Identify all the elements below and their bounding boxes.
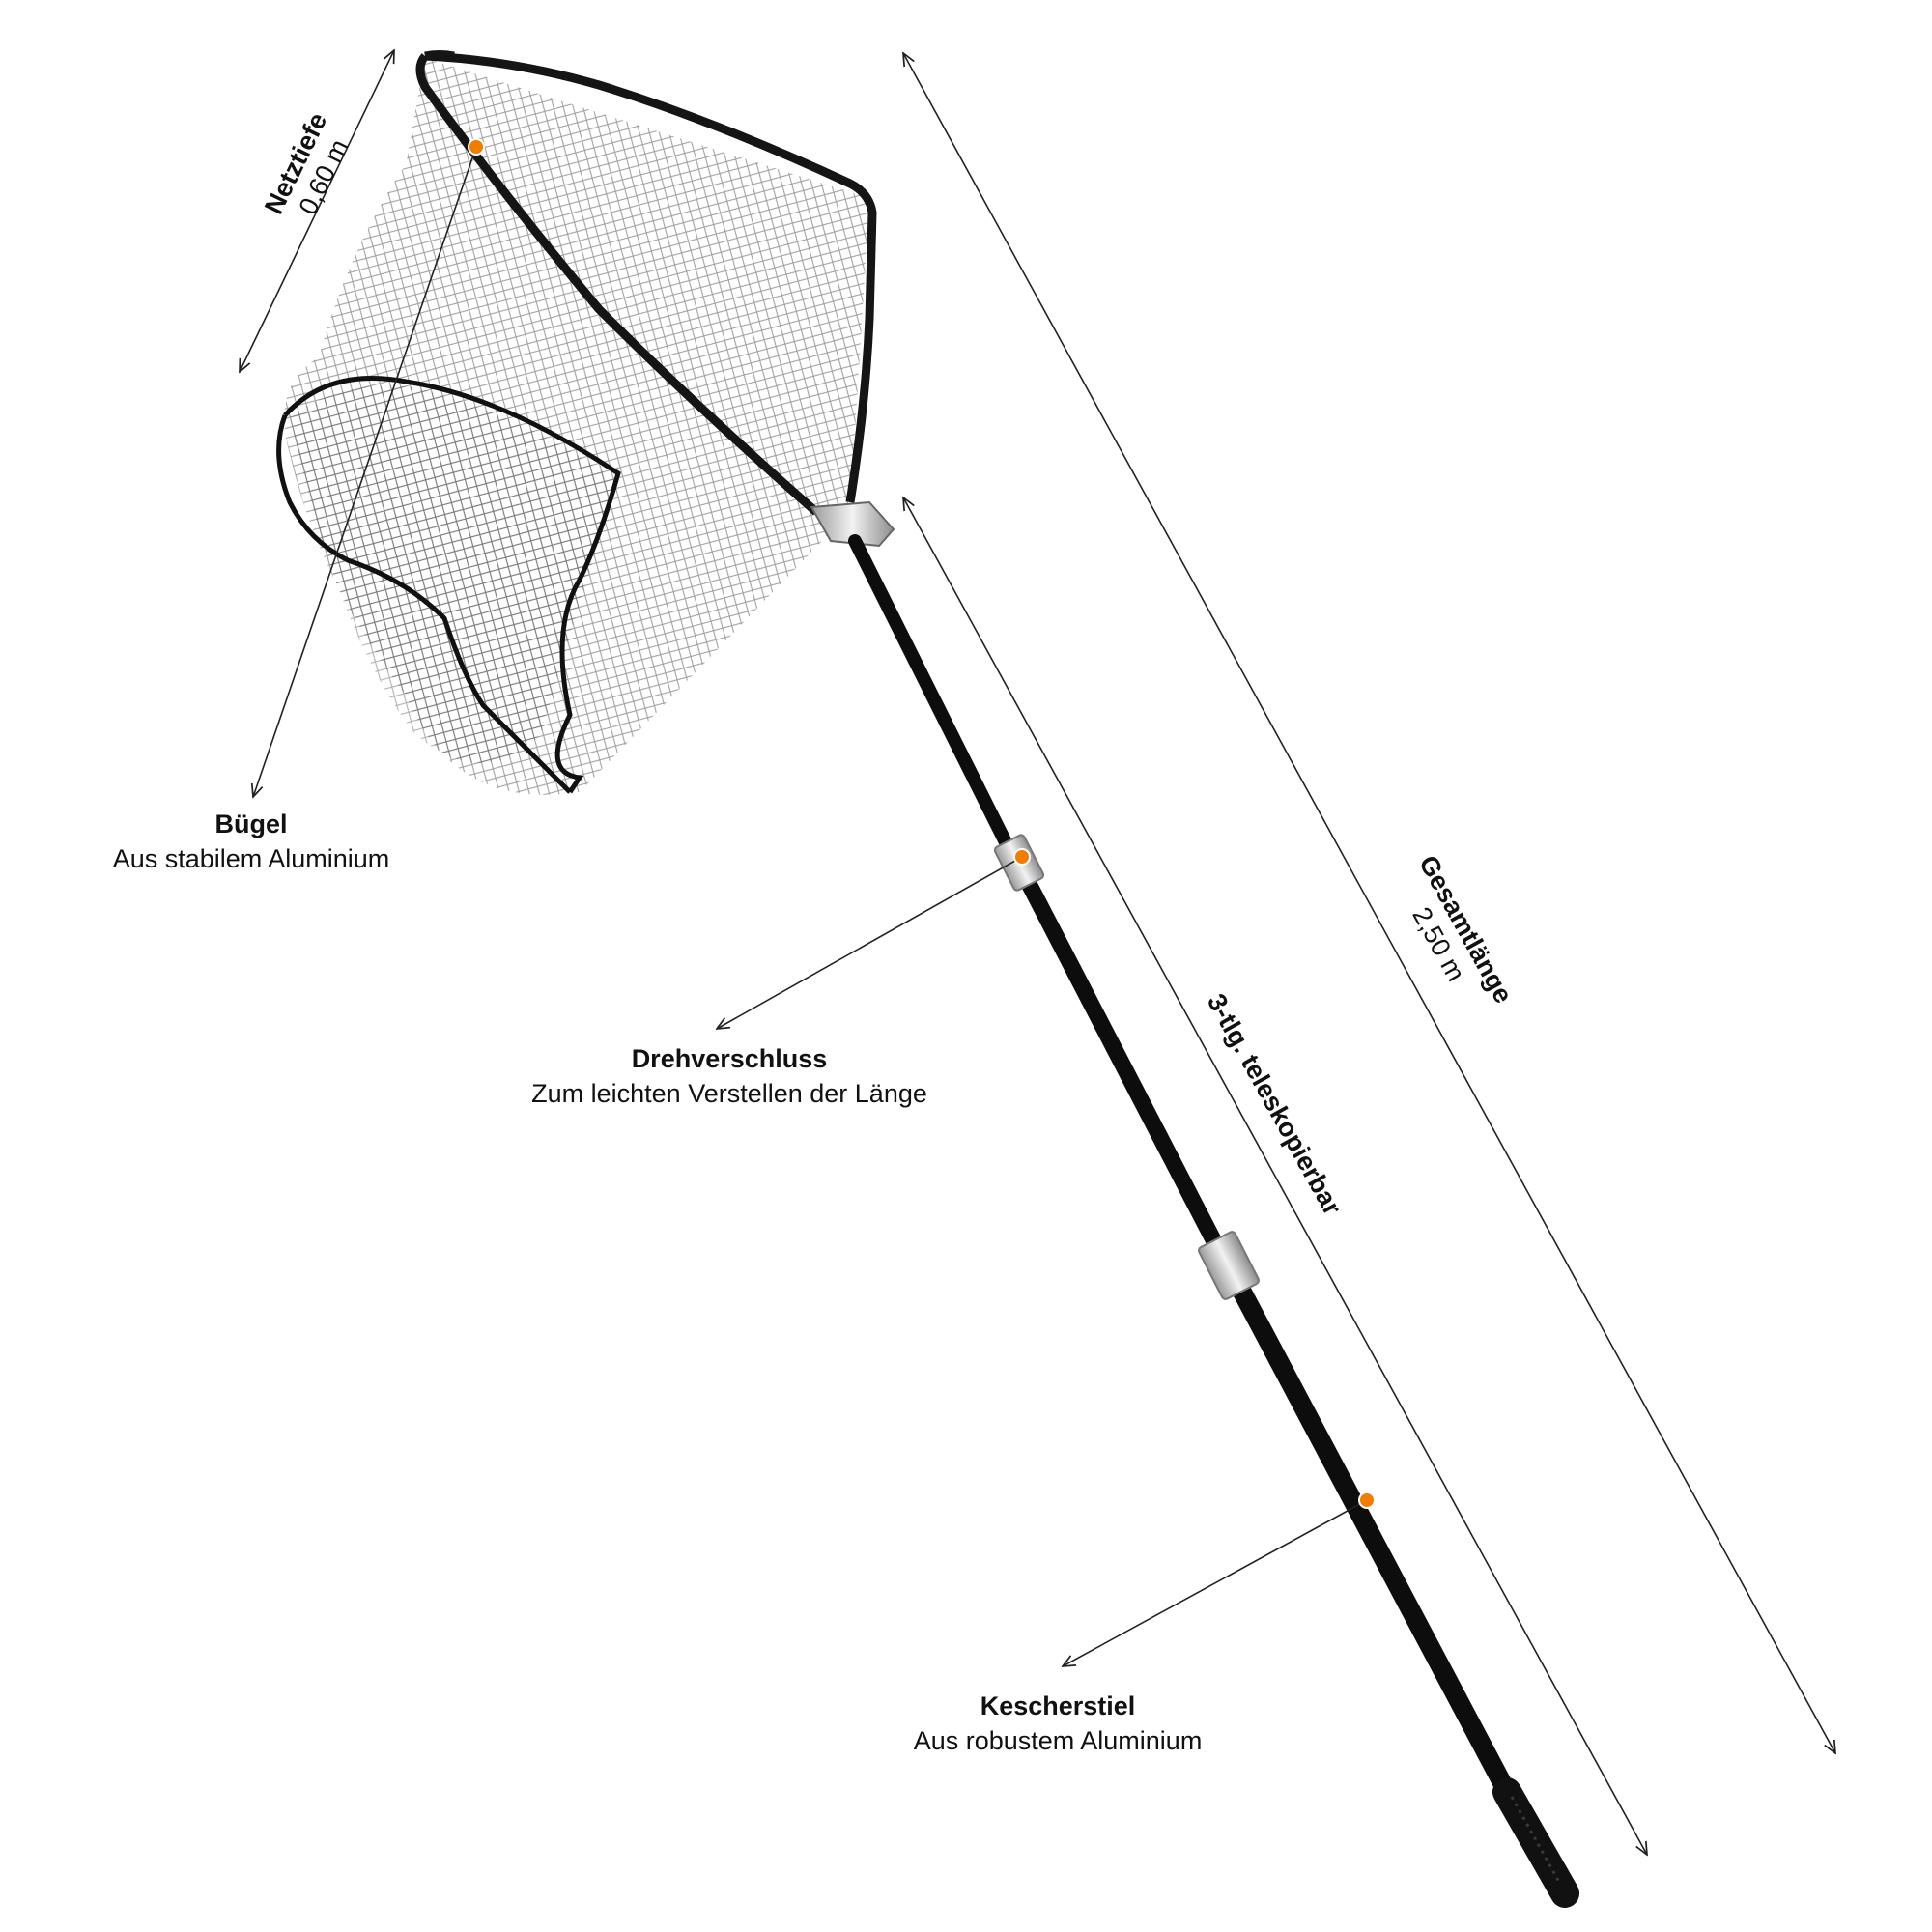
kescherstiel-title: Kescherstiel: [980, 1691, 1136, 1720]
drehverschluss-title: Drehverschluss: [631, 1044, 828, 1073]
drehverschluss-leader-line: [717, 856, 1023, 1029]
teleskop-dimension-line: [903, 497, 1647, 1855]
drehverschluss-marker: [1013, 848, 1031, 866]
buegel-subtitle: Aus stabilem Aluminium: [112, 844, 390, 873]
buegel-callout: Bügel Aus stabilem Aluminium: [58, 807, 444, 876]
netztiefe-dimension-line: [240, 50, 394, 372]
drehverschluss-callout: Drehverschluss Zum leichten Verstellen d…: [464, 1041, 995, 1111]
kescherstiel-marker: [1358, 1492, 1376, 1509]
buegel-title: Bügel: [214, 810, 288, 838]
drehverschluss-subtitle: Zum leichten Verstellen der Länge: [531, 1079, 927, 1108]
net-frame: [415, 50, 877, 516]
kescherstiel-subtitle: Aus robustem Aluminium: [913, 1726, 1203, 1755]
kescherstiel-callout: Kescherstiel Aus robustem Aluminium: [850, 1689, 1265, 1758]
buegel-leader-line: [253, 146, 477, 797]
kescherstiel-leader-line: [1063, 1499, 1368, 1666]
buegel-marker: [468, 138, 485, 156]
frame-head-connector: [810, 500, 895, 548]
net-bag: [276, 58, 869, 795]
